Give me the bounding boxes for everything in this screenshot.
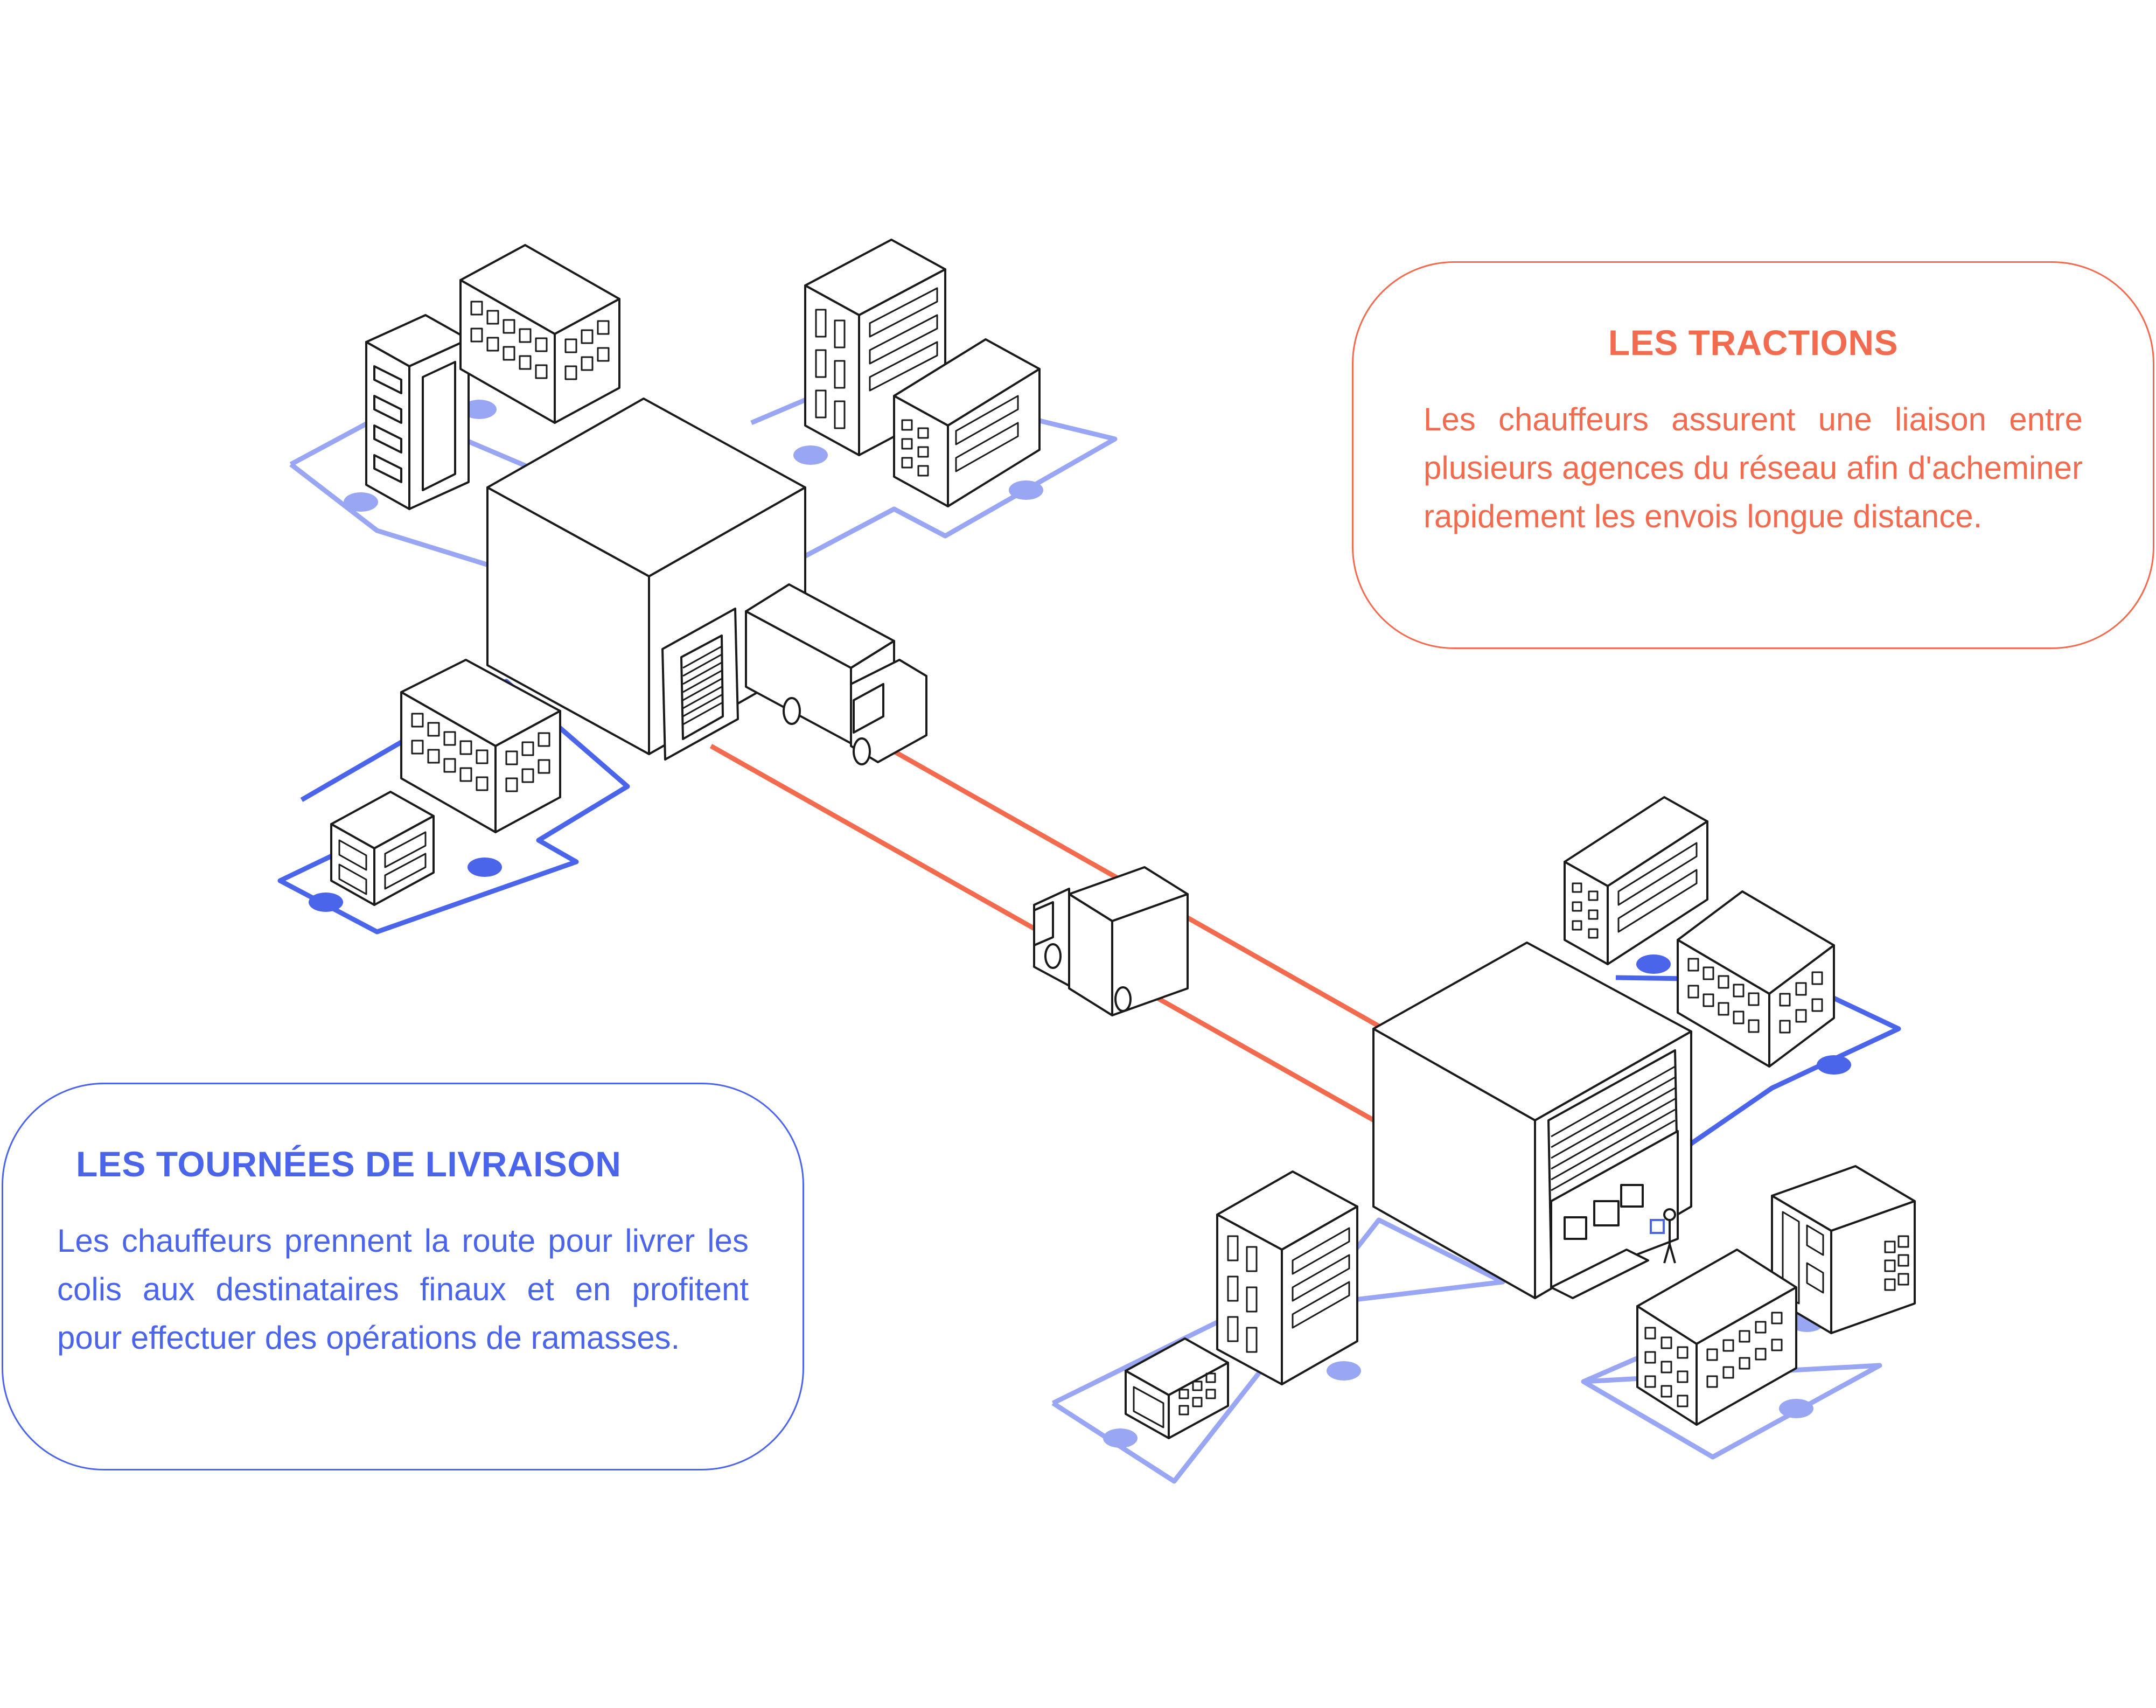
route-marker bbox=[462, 400, 497, 419]
route-markers bbox=[309, 400, 1851, 1448]
delivery-truck-icon bbox=[745, 583, 927, 765]
route-marker bbox=[468, 858, 502, 877]
warehouse-icon bbox=[486, 398, 806, 761]
tractions-callout: LES TRACTIONS Les chauffeurs assurent un… bbox=[1352, 261, 2154, 649]
office-building-icon bbox=[1564, 796, 1708, 965]
office-building-icon bbox=[893, 338, 1041, 507]
office-building-icon bbox=[1125, 1337, 1229, 1439]
tournees-title: LES TOURNÉES DE LIVRAISON bbox=[76, 1144, 622, 1184]
office-building-icon bbox=[459, 244, 620, 424]
tractions-description: Les chauffeurs assurent une liaison entr… bbox=[1424, 401, 2083, 534]
tractions-title: LES TRACTIONS bbox=[1608, 323, 1899, 362]
route-marker bbox=[1779, 1399, 1813, 1418]
route-marker bbox=[1636, 954, 1671, 974]
route-marker bbox=[309, 893, 343, 912]
tournees-callout: LES TOURNÉES DE LIVRAISON Les chauffeurs… bbox=[2, 1083, 804, 1470]
warehouse-icon bbox=[1372, 942, 1692, 1299]
warehouse-worker-icon bbox=[1650, 1208, 1676, 1264]
route-marker bbox=[1817, 1055, 1851, 1075]
office-building-icon bbox=[330, 791, 435, 906]
route-loop-southwest-2 bbox=[1051, 1217, 1505, 1484]
office-building-icon bbox=[1636, 1249, 1797, 1426]
delivery-truck-icon bbox=[1033, 866, 1189, 1016]
office-building-icon bbox=[1216, 1170, 1358, 1385]
route-marker bbox=[1009, 480, 1043, 500]
route-marker bbox=[344, 492, 378, 512]
office-building-icon bbox=[1771, 1165, 1916, 1334]
route-marker bbox=[1103, 1428, 1138, 1448]
tournees-description: Les chauffeurs prennent la route pour li… bbox=[57, 1223, 749, 1356]
office-building-icon bbox=[365, 314, 470, 510]
office-building-icon bbox=[1677, 890, 1835, 1068]
route-marker bbox=[793, 445, 828, 465]
route-marker bbox=[1327, 1361, 1361, 1381]
office-building-icon bbox=[400, 659, 561, 833]
